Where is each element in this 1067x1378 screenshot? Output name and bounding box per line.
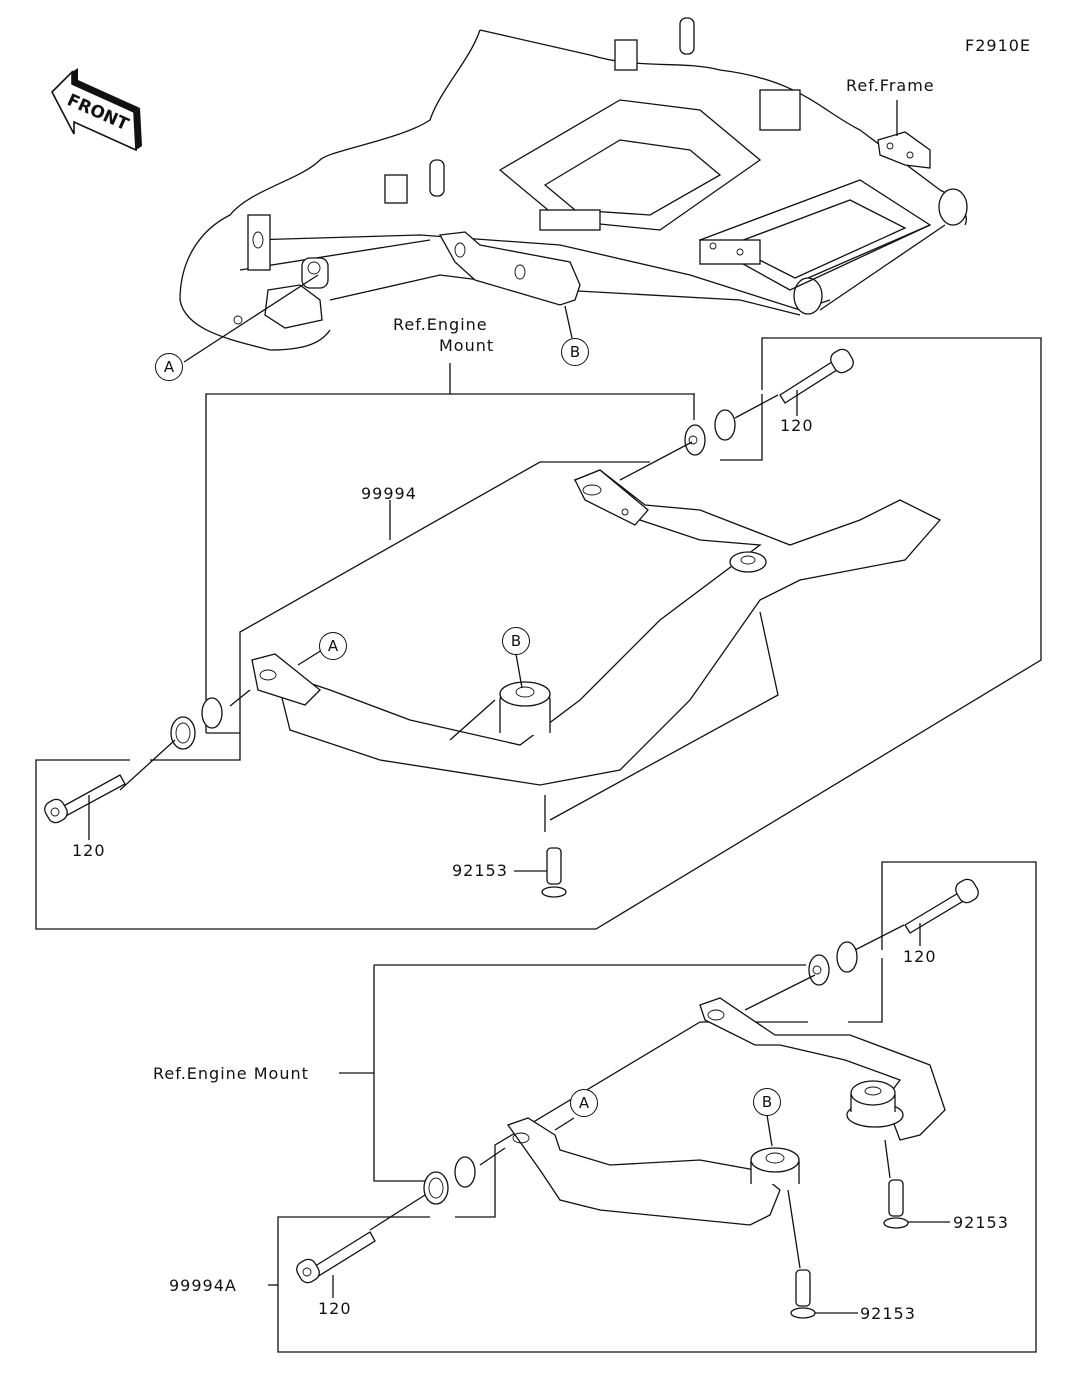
lower-engine-guard	[296, 878, 979, 1319]
part-99994a-label[interactable]: 99994A	[169, 1276, 237, 1295]
leader-b-mid	[515, 653, 523, 689]
leader-b-lower	[766, 1114, 773, 1147]
leader-a-top	[183, 274, 319, 363]
leader-a-lower	[554, 1117, 575, 1131]
ref-engine-mount-label-line1: Ref.Engine	[393, 315, 488, 334]
diagram-code: F2910E	[965, 36, 1032, 55]
part-120-lower-left-label[interactable]: 120	[318, 1299, 352, 1318]
ref-engine-mount-label-line2: Mount	[439, 336, 495, 355]
callout-b-upper-guard: B	[502, 627, 530, 655]
part-120-upper-right-label[interactable]: 120	[780, 416, 814, 435]
ref-frame-label: Ref.Frame	[846, 76, 935, 95]
callout-b-top: B	[561, 338, 589, 366]
callout-b-lower-guard: B	[753, 1088, 781, 1116]
callout-a-lower-guard: A	[570, 1089, 598, 1117]
part-92153-upper-label[interactable]: 92153	[452, 861, 508, 880]
ref-engine-mount-lower-label: Ref.Engine Mount	[153, 1064, 309, 1083]
part-120-upper-left-label[interactable]: 120	[72, 841, 106, 860]
leader-b-top	[564, 305, 573, 339]
upper-assembly-outlines	[35, 337, 1042, 930]
frame-drawing	[179, 17, 968, 351]
callout-a-top: A	[155, 353, 183, 381]
callout-a-upper-guard: A	[319, 632, 347, 660]
leader-a-mid	[297, 649, 323, 666]
front-arrow-icon: FRONT	[51, 68, 142, 152]
upper-engine-guard	[44, 348, 942, 898]
part-120-lower-right-label[interactable]: 120	[903, 947, 937, 966]
part-92153-lower-right-label[interactable]: 92153	[953, 1213, 1009, 1232]
part-92153-lower-center-label[interactable]: 92153	[860, 1304, 916, 1323]
part-99994-label[interactable]: 99994	[361, 484, 417, 503]
